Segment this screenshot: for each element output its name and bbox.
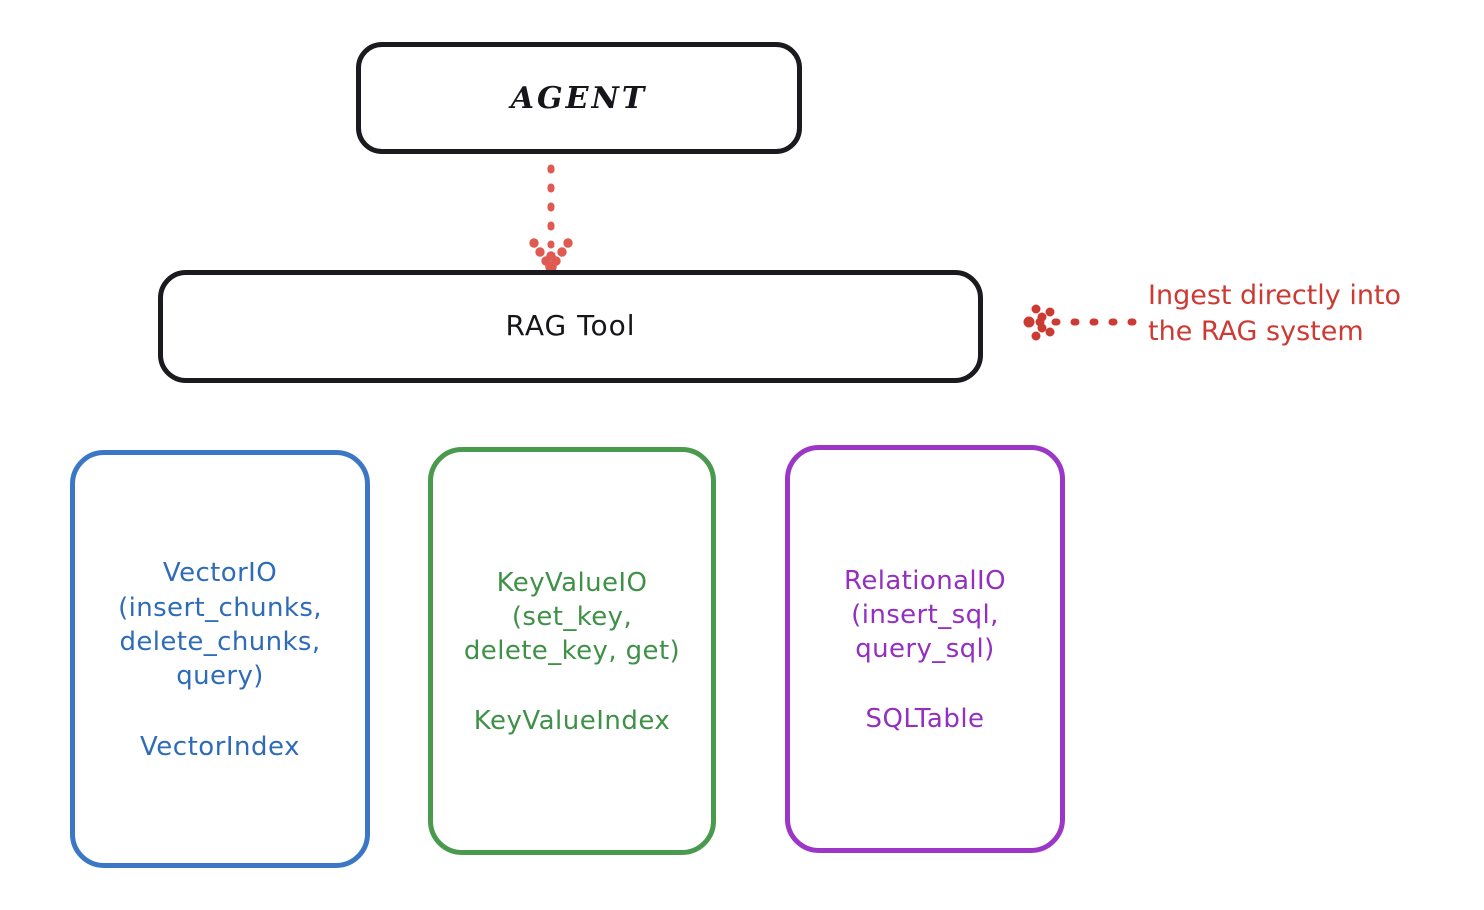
node-relationalio-api-label: RelationalIO (insert_sql, query_sql) bbox=[844, 565, 1006, 665]
node-keyvalueio[interactable]: KeyValueIO (set_key, delete_key, get) Ke… bbox=[428, 447, 716, 855]
node-relationalio-impl-label: SQLTable bbox=[865, 704, 985, 735]
connector-ingest-to-rag-tool bbox=[1023, 304, 1137, 341]
node-rag-tool-label: RAG Tool bbox=[505, 309, 636, 343]
connector-agent-to-rag-tool bbox=[529, 164, 573, 273]
node-keyvalueio-api-label: KeyValueIO (set_key, delete_key, get) bbox=[463, 567, 681, 667]
node-vectorio-impl-label: VectorIndex bbox=[140, 731, 300, 762]
node-vectorio[interactable]: VectorIO (insert_chunks, delete_chunks, … bbox=[70, 450, 370, 868]
annotation-ingest: Ingest directly into the RAG system bbox=[1148, 280, 1402, 348]
node-agent-label: AGENT bbox=[510, 80, 648, 116]
node-relationalio[interactable]: RelationalIO (insert_sql, query_sql) SQL… bbox=[785, 445, 1065, 853]
node-vectorio-api-label: VectorIO (insert_chunks, delete_chunks, … bbox=[118, 558, 322, 692]
node-rag-tool[interactable]: RAG Tool bbox=[158, 270, 983, 383]
node-keyvalueio-impl-label: KeyValueIndex bbox=[473, 706, 671, 737]
node-agent[interactable]: AGENT bbox=[356, 42, 802, 154]
